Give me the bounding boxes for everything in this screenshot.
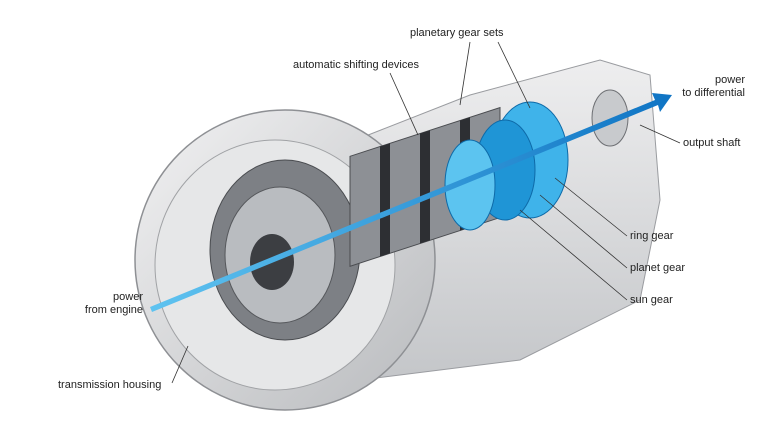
label-planet-gear: planet gear — [630, 262, 686, 274]
label-power-from-engine: power from engine — [85, 291, 143, 317]
label-transmission-housing: transmission housing — [58, 379, 162, 391]
label-power-to-differential: power to differential — [682, 74, 745, 100]
label-ring-gear: ring gear — [630, 230, 674, 242]
label-line: from engine — [84, 304, 143, 316]
output-flange — [591, 89, 629, 147]
leader-lines — [171, 41, 681, 384]
label-line: power — [113, 291, 143, 303]
planetary-gear-sets — [444, 101, 569, 231]
label-line: power — [715, 74, 745, 86]
label-planetary-gear-sets: planetary gear sets — [410, 27, 504, 39]
label-output-shaft: output shaft — [683, 137, 741, 149]
power-flow-arrow — [150, 93, 672, 312]
label-automatic-shifting-devices: automatic shifting devices — [293, 59, 419, 71]
label-sun-gear: sun gear — [630, 294, 673, 306]
label-line: to differential — [682, 87, 745, 99]
